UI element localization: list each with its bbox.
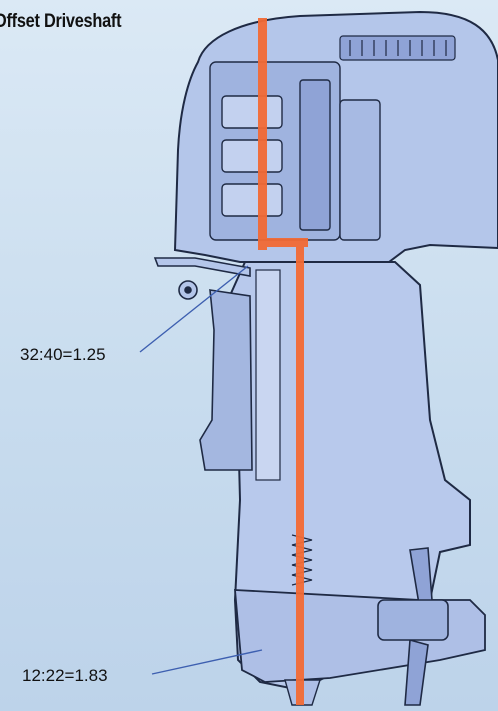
transom-bracket [199, 289, 253, 471]
upper-gear-leader-line [139, 265, 249, 353]
driveshaft-tube [255, 269, 281, 481]
offset-driveshaft-highlight [258, 18, 308, 705]
lower-gear-ratio-label: 12:22=1.83 [22, 666, 108, 685]
diagram-title: Offset Driveshaft [0, 11, 122, 32]
propeller [377, 547, 449, 706]
steering-arm [153, 257, 251, 300]
cowl-vents [339, 35, 456, 61]
lower-gear-leader-line [151, 649, 263, 675]
upper-gear-ratio-label: 32:40=1.25 [20, 345, 106, 364]
